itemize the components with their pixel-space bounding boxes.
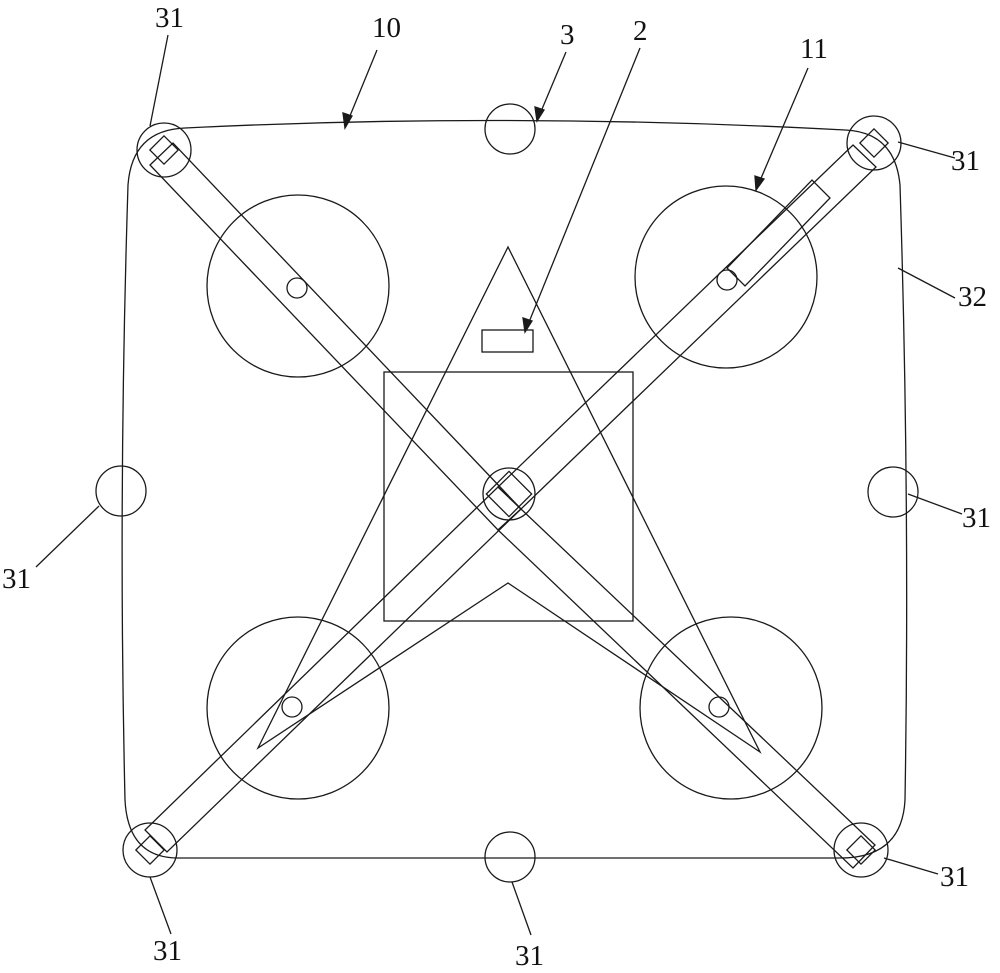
outer-frame	[121, 119, 908, 859]
label-buoy-right: 31	[962, 502, 991, 534]
leader-arm-arrow	[754, 175, 766, 192]
leader-arm	[755, 67, 809, 191]
label-arm: 11	[800, 33, 828, 65]
label-buoy-bottom-left: 31	[153, 935, 182, 967]
buoy-top-right-cap	[858, 127, 890, 159]
label-marker: 3	[560, 19, 575, 51]
buoy-left	[95, 465, 147, 517]
arm-top-left	[149, 142, 522, 531]
leader-module	[524, 47, 641, 333]
arm-top-right	[497, 144, 877, 510]
label-buoy-left: 31	[2, 563, 31, 595]
joint-top-left	[286, 277, 308, 299]
label-guard: 32	[958, 281, 987, 313]
module-box	[481, 329, 534, 353]
leader-frame-arrow	[342, 112, 353, 130]
buoy-bottom-right-cap	[845, 834, 877, 866]
arm-extension-sleeve	[726, 179, 831, 287]
joint-top-right	[716, 269, 738, 291]
arm-bottom-left	[144, 486, 522, 853]
buoy-right	[867, 466, 919, 518]
propeller-top-right	[634, 185, 818, 369]
leader-buoy-bottom	[511, 881, 532, 936]
propeller-bottom-right	[639, 616, 823, 800]
buoy-bottom-right	[833, 822, 889, 878]
buoy-bottom-left-cap	[134, 834, 166, 866]
leader-guard	[897, 267, 956, 299]
label-buoy-bottom: 31	[515, 940, 544, 972]
buoy-top-right	[846, 115, 902, 171]
leader-marker-arrow	[534, 106, 545, 123]
label-module: 2	[633, 15, 648, 47]
joint-bottom-left	[281, 696, 303, 718]
leader-buoy-top-left	[149, 34, 169, 127]
propeller-top-left	[206, 194, 390, 378]
leader-buoy-bottom-left	[149, 876, 172, 935]
central-hub	[482, 467, 536, 521]
buoy-top-left-cap	[148, 134, 180, 166]
leader-buoy-left	[35, 505, 100, 568]
joint-bottom-right	[708, 696, 730, 718]
label-buoy-bottom-right: 31	[940, 861, 969, 893]
buoy-bottom	[484, 831, 536, 883]
buoy-top-left	[136, 122, 192, 178]
arm-bottom-right	[497, 508, 876, 869]
central-hub-block	[485, 470, 533, 518]
buoy-top	[484, 103, 536, 155]
label-buoy-top-right: 31	[951, 145, 980, 177]
leader-module-arrow	[522, 317, 533, 334]
leader-buoy-right	[907, 493, 963, 515]
chevron-chassis	[256, 245, 762, 754]
label-frame: 10	[372, 12, 401, 44]
leader-buoy-top-right	[897, 141, 956, 159]
label-buoy-top-left: 31	[155, 2, 184, 34]
propeller-bottom-left	[206, 616, 390, 800]
leader-buoy-bottom-right	[883, 857, 939, 875]
